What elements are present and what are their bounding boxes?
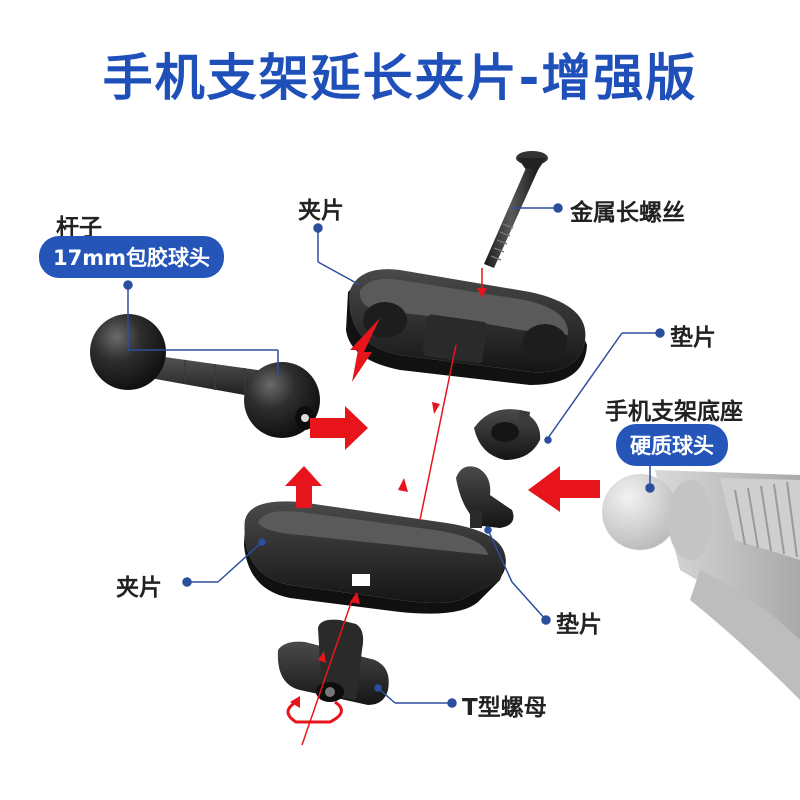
label-clip-top: 夹片 xyxy=(298,198,344,224)
assembly-arrows xyxy=(285,268,600,746)
label-pad-top: 垫片 xyxy=(670,325,716,351)
top-clip-part xyxy=(346,269,587,385)
metal-long-screw-part xyxy=(484,151,548,268)
bottom-pad-part xyxy=(456,466,514,528)
label-clip-bottom: 夹片 xyxy=(116,575,162,601)
label-hard-ball: 硬质球头 xyxy=(616,424,728,466)
label-rod-ball: 17mm包胶球头 xyxy=(39,236,224,278)
label-t-nut: T型螺母 xyxy=(462,695,547,721)
label-metal-screw: 金属长螺丝 xyxy=(570,200,685,226)
label-pad-bottom: 垫片 xyxy=(556,612,602,638)
top-pad-part xyxy=(474,409,541,460)
phone-holder-base-part xyxy=(602,470,800,700)
t-nut-part xyxy=(277,619,389,705)
bottom-clip-part xyxy=(244,501,506,614)
page-title: 手机支架延长夹片-增强版 xyxy=(102,49,698,107)
label-phone-holder-base: 手机支架底座 xyxy=(605,399,743,425)
label-leader-lines xyxy=(123,203,665,708)
ball-rod-part xyxy=(90,314,320,438)
